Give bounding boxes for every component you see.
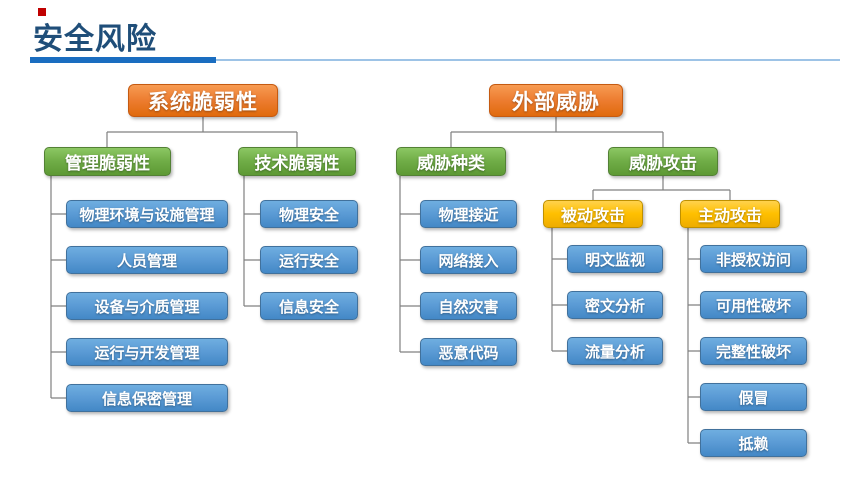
- node-personnel-mgmt: 人员管理: [66, 246, 228, 274]
- node-unauthorized-access: 非授权访问: [700, 245, 807, 273]
- node-availability-damage: 可用性破坏: [700, 291, 807, 319]
- title-underline-secondary: [216, 59, 840, 61]
- node-threat-types: 威胁种类: [396, 147, 506, 176]
- node-network-access: 网络接入: [420, 246, 517, 274]
- node-physical-env-facility-mgmt: 物理环境与设施管理: [66, 200, 228, 228]
- red-accent-square: [38, 8, 46, 16]
- node-external-threat: 外部威胁: [489, 84, 623, 117]
- node-traffic-analysis: 流量分析: [567, 337, 663, 365]
- node-physical-approach: 物理接近: [420, 200, 517, 228]
- node-threat-attacks: 威胁攻击: [608, 147, 718, 176]
- node-management-vulnerability: 管理脆弱性: [44, 147, 171, 176]
- node-impersonation: 假冒: [700, 383, 807, 411]
- node-integrity-damage: 完整性破坏: [700, 337, 807, 365]
- title-underline-primary: [30, 57, 216, 63]
- node-equipment-media-mgmt: 设备与介质管理: [66, 292, 228, 320]
- node-natural-disaster: 自然灾害: [420, 292, 517, 320]
- node-information-security: 信息安全: [260, 292, 358, 320]
- node-system-vulnerability: 系统脆弱性: [128, 84, 278, 117]
- node-plaintext-monitoring: 明文监视: [567, 245, 663, 273]
- node-operation-dev-mgmt: 运行与开发管理: [66, 338, 228, 366]
- node-malicious-code: 恶意代码: [420, 338, 517, 366]
- node-ciphertext-analysis: 密文分析: [567, 291, 663, 319]
- node-info-confidentiality-mgmt: 信息保密管理: [66, 384, 228, 412]
- node-active-attack: 主动攻击: [680, 200, 780, 228]
- node-operation-security: 运行安全: [260, 246, 358, 274]
- node-repudiation: 抵赖: [700, 429, 807, 457]
- node-passive-attack: 被动攻击: [543, 200, 643, 228]
- page-title: 安全风险: [33, 22, 157, 57]
- node-physical-security: 物理安全: [260, 200, 358, 228]
- node-technical-vulnerability: 技术脆弱性: [238, 147, 356, 176]
